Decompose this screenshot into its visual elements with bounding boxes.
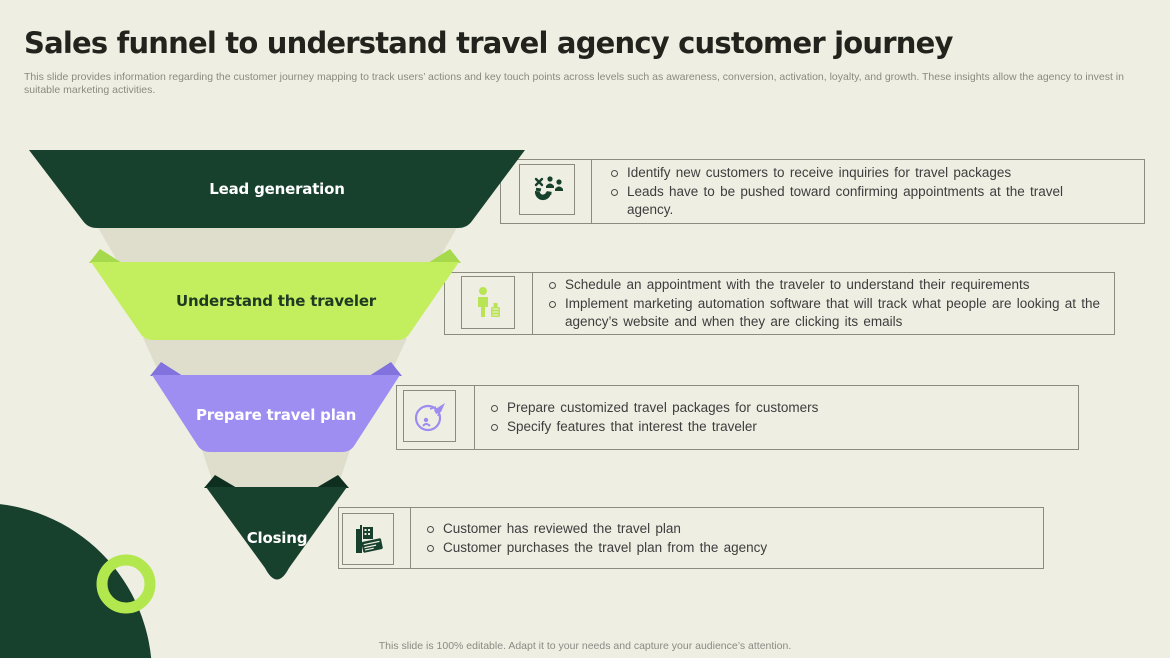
traveler-luggage-icon — [461, 276, 515, 329]
bullet-text: Customer has reviewed the travel plan — [443, 520, 681, 536]
bullet-point: Identify new customers to receive inquir… — [611, 164, 1071, 182]
stage-label-closing: Closing — [246, 529, 308, 547]
vertical-divider — [532, 273, 533, 334]
stage-detail-box-lead-generation: Identify new customers to receive inquir… — [500, 159, 1145, 224]
stage-detail-box-understand-traveler: Schedule an appointment with the travele… — [444, 272, 1115, 335]
stage-label-understand-traveler: Understand the traveler — [175, 292, 377, 310]
vertical-divider — [474, 386, 475, 449]
editable-note: This slide is 100% editable. Adapt it to… — [378, 640, 792, 652]
stage-detail-box-closing: Customer has reviewed the travel plan Cu… — [338, 507, 1044, 569]
circle-bullet-icon — [427, 544, 434, 552]
bullet-text: Identify new customers to receive inquir… — [627, 165, 1012, 180]
funnel-ear — [369, 362, 402, 376]
funnel-connector — [202, 450, 350, 489]
circle-bullet-icon — [549, 301, 556, 308]
funnel-ear — [428, 249, 461, 263]
bullet-text: Prepare customized travel packages for c… — [507, 400, 819, 415]
vertical-divider — [410, 508, 411, 568]
funnel-ear — [150, 362, 183, 376]
bullet-point: Leads have to be pushed toward confirmin… — [611, 183, 1071, 219]
bullet-point: Prepare customized travel packages for c… — [491, 399, 1051, 417]
stage-detail-box-prepare-travel-plan: Prepare customized travel packages for c… — [396, 385, 1079, 450]
globe-plane-icon — [403, 390, 456, 442]
bullet-point: Customer has reviewed the travel plan — [427, 520, 1007, 538]
funnel-connector — [143, 338, 407, 377]
bullet-text: Customer purchases the travel plan from … — [443, 539, 768, 555]
bullet-point: Specify features that interest the trave… — [491, 418, 1051, 436]
bullet-point: Schedule an appointment with the travele… — [549, 276, 1109, 294]
vertical-divider — [591, 160, 592, 223]
bullet-point: Customer purchases the travel plan from … — [427, 539, 1007, 557]
funnel-connector — [97, 226, 458, 264]
lead-magnet-icon — [519, 164, 575, 215]
funnel-ear — [89, 249, 122, 263]
bullet-text: Specify features that interest the trave… — [507, 419, 757, 434]
circle-bullet-icon — [549, 282, 556, 289]
circle-bullet-icon — [491, 405, 498, 412]
bullet-text: Implement marketing automation software … — [565, 296, 1101, 329]
stage-label-prepare-travel-plan: Prepare travel plan — [195, 406, 357, 424]
decor-ring — [96, 554, 156, 614]
page-title: Sales funnel to understand travel agency… — [24, 26, 953, 60]
bullet-text: Leads have to be pushed toward confirmin… — [627, 184, 1064, 217]
building-ticket-icon — [342, 513, 394, 565]
bullet-text: Schedule an appointment with the travele… — [565, 277, 1030, 292]
decor-circle — [0, 504, 152, 658]
bullet-point: Implement marketing automation software … — [549, 295, 1109, 331]
stage-label-lead-generation: Lead generation — [209, 180, 345, 198]
circle-bullet-icon — [611, 189, 618, 196]
circle-bullet-icon — [491, 424, 498, 431]
slide-description: This slide provides information regardin… — [24, 71, 1124, 96]
funnel-ear — [316, 475, 349, 488]
funnel-ear — [204, 475, 237, 488]
circle-bullet-icon — [611, 170, 618, 177]
circle-bullet-icon — [427, 525, 434, 533]
